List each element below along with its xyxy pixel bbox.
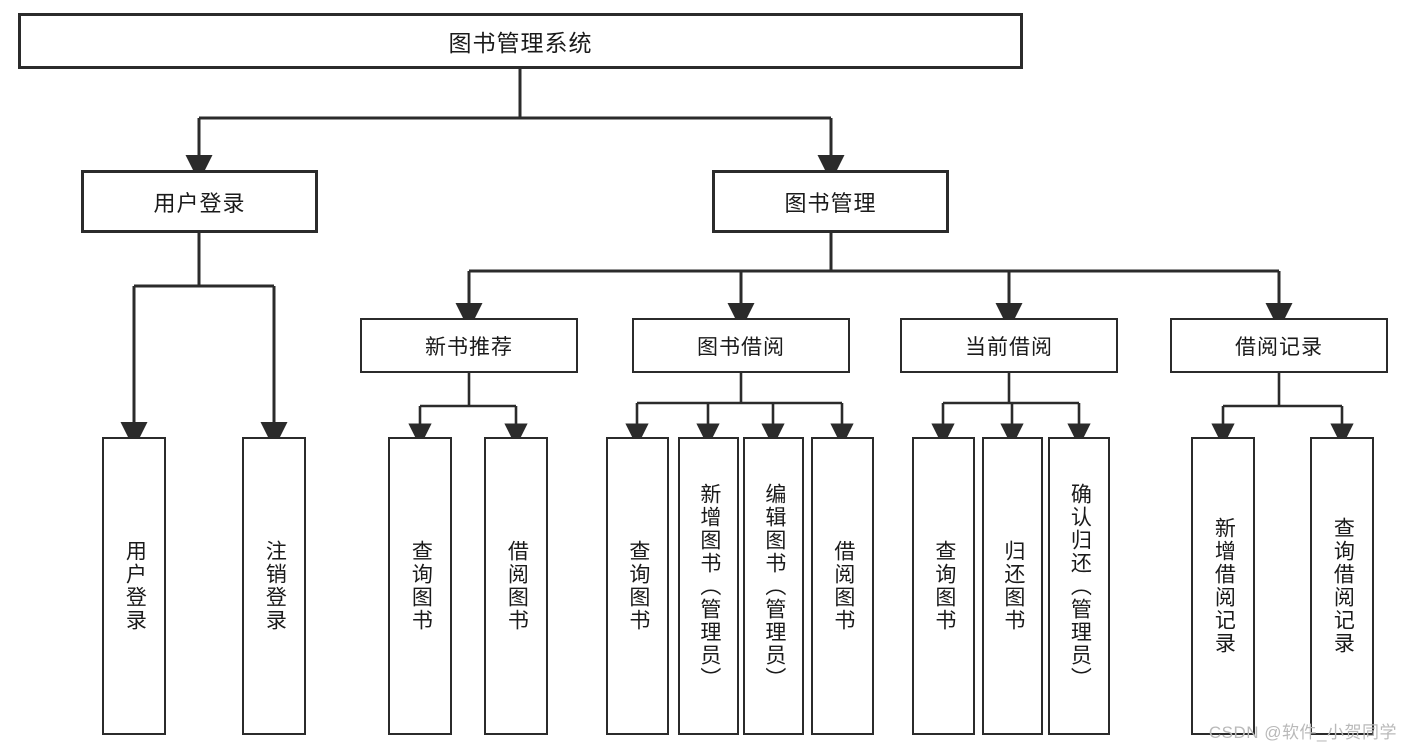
- leaf-add-borrow-record[interactable]: 新增借阅记录: [1191, 437, 1255, 735]
- node-user-login[interactable]: 用户登录: [81, 170, 318, 233]
- node-current-borrow-label: 当前借阅: [965, 335, 1053, 359]
- watermark: CSDN @软件_小贺同学: [1208, 723, 1397, 742]
- leaf-query-book-recommend-label: 查询图书: [409, 540, 433, 632]
- leaf-edit-book-admin[interactable]: 编辑图书（管理员）: [743, 437, 804, 735]
- leaf-borrow-book-recommend-label: 借阅图书: [505, 540, 529, 632]
- leaf-query-borrow-record[interactable]: 查询借阅记录: [1310, 437, 1374, 735]
- leaf-add-book-admin-label: 新增图书（管理员）: [697, 482, 721, 690]
- leaf-edit-book-admin-label: 编辑图书（管理员）: [762, 482, 786, 690]
- node-borrow-record-label: 借阅记录: [1235, 335, 1323, 359]
- leaf-add-book-admin[interactable]: 新增图书（管理员）: [678, 437, 739, 735]
- node-borrow-record[interactable]: 借阅记录: [1170, 318, 1388, 373]
- leaf-query-book-current-label: 查询图书: [932, 540, 956, 632]
- leaf-borrow-book-label: 借阅图书: [831, 540, 855, 632]
- node-new-book-recommend[interactable]: 新书推荐: [360, 318, 578, 373]
- leaf-query-book-recommend[interactable]: 查询图书: [388, 437, 452, 735]
- node-user-login-label: 用户登录: [153, 190, 246, 216]
- leaf-borrow-book[interactable]: 借阅图书: [811, 437, 874, 735]
- leaf-query-book[interactable]: 查询图书: [606, 437, 669, 735]
- leaf-query-book-current[interactable]: 查询图书: [912, 437, 975, 735]
- leaf-add-borrow-record-label: 新增借阅记录: [1212, 517, 1236, 655]
- leaf-logout[interactable]: 注销登录: [242, 437, 306, 735]
- leaf-query-book-label: 查询图书: [626, 540, 650, 632]
- node-current-borrow[interactable]: 当前借阅: [900, 318, 1118, 373]
- node-book-management[interactable]: 图书管理: [712, 170, 949, 233]
- leaf-query-borrow-record-label: 查询借阅记录: [1331, 517, 1355, 655]
- leaf-confirm-return-admin[interactable]: 确认归还（管理员）: [1048, 437, 1110, 735]
- leaf-user-login-label: 用户登录: [123, 540, 147, 632]
- node-book-borrow-label: 图书借阅: [697, 335, 785, 359]
- leaf-confirm-return-admin-label: 确认归还（管理员）: [1068, 482, 1092, 690]
- node-root-label: 图书管理系统: [448, 30, 593, 56]
- leaf-user-login[interactable]: 用户登录: [102, 437, 166, 735]
- node-new-book-recommend-label: 新书推荐: [425, 335, 513, 359]
- leaf-borrow-book-recommend[interactable]: 借阅图书: [484, 437, 548, 735]
- leaf-logout-label: 注销登录: [263, 540, 287, 632]
- leaf-return-book-label: 归还图书: [1001, 540, 1025, 632]
- node-book-management-label: 图书管理: [784, 190, 877, 216]
- node-book-borrow[interactable]: 图书借阅: [632, 318, 850, 373]
- leaf-return-book[interactable]: 归还图书: [982, 437, 1043, 735]
- node-root[interactable]: 图书管理系统: [18, 13, 1023, 69]
